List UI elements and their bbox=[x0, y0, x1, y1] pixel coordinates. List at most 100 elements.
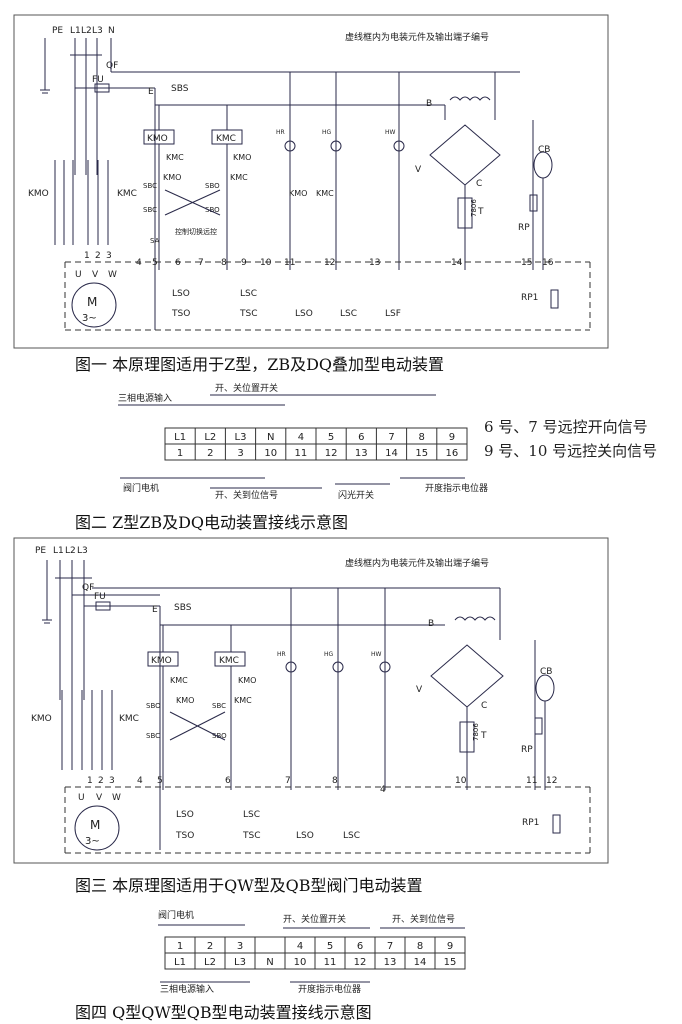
fig3-label-l2: L2 bbox=[65, 546, 76, 556]
fig2-terminal-cell: 10 bbox=[264, 448, 277, 459]
fig3-t-label: T bbox=[480, 731, 487, 741]
fig1-hr-label: HR bbox=[276, 129, 285, 136]
fig4-caption: 图四 Q型QW型QB型电动装置接线示意图 bbox=[75, 1003, 372, 1022]
fig2-terminal-cell: 15 bbox=[415, 448, 428, 459]
fig4-terminal-cell: 12 bbox=[354, 957, 367, 968]
fig2-terminal-cell: 11 bbox=[295, 448, 308, 459]
fig3-sbo-1: SBO bbox=[146, 702, 161, 710]
fig3-lso: LSO bbox=[176, 810, 194, 820]
fig1-bridge-rectifier bbox=[429, 124, 501, 186]
fig2-pos-switch-label: 开、关位置开关 bbox=[215, 382, 278, 394]
fig4-pos-switch-label: 开、关位置开关 bbox=[283, 913, 346, 925]
fig3-hw-label: HW bbox=[371, 651, 382, 658]
fig3-c-label: C bbox=[481, 701, 487, 711]
fig3-v: V bbox=[96, 793, 103, 803]
fig4-terminal-cell: 14 bbox=[414, 957, 427, 968]
fig4-terminal-cell: L1 bbox=[174, 957, 186, 968]
fig3-sbc-2: SBC bbox=[212, 702, 226, 710]
fig1-tso: TSO bbox=[171, 309, 190, 319]
fig1-b-label: B bbox=[426, 99, 432, 109]
fig1-term-13: 13 bbox=[369, 258, 380, 268]
fig1-kmo-aux: KMO bbox=[163, 173, 181, 182]
fig4-terminal-cell: 3 bbox=[237, 941, 243, 952]
fig1-term-8: 8 bbox=[221, 258, 227, 268]
fig1-w: W bbox=[108, 270, 117, 280]
fig3-motor bbox=[74, 805, 120, 851]
fig3-term-1: 1 bbox=[87, 776, 93, 786]
fig2-terminal-cell: 7 bbox=[388, 432, 394, 443]
fig2-side-note-2: 9 号、10 号远控关向信号 bbox=[484, 442, 657, 460]
fig1-term-15: 15 bbox=[521, 258, 532, 268]
fig1-kmo-label: KMO bbox=[147, 134, 168, 144]
fig3-term-4: 4 bbox=[137, 776, 143, 786]
fig3-label-l3: L3 bbox=[77, 546, 88, 556]
fig1-remote-label: 控制切换远控 bbox=[175, 227, 217, 236]
fig4-terminal-cell: 13 bbox=[384, 957, 397, 968]
fig1-label-n: N bbox=[108, 26, 115, 36]
fig3-motor-phase: 3~ bbox=[85, 836, 100, 847]
fig1-kmc-lamp-contact: KMC bbox=[316, 189, 334, 198]
fig2-terminal-cell: 9 bbox=[449, 432, 455, 443]
fig1-term-9: 9 bbox=[241, 258, 247, 268]
fig1-lsf: LSF bbox=[385, 309, 401, 319]
fig1-c-label: C bbox=[476, 179, 482, 189]
fig1-v-label: V bbox=[415, 165, 422, 175]
fig2-terminal-cell: 16 bbox=[446, 448, 459, 459]
fig3-term-3: 3 bbox=[109, 776, 115, 786]
fig4-terminal-cell: 5 bbox=[327, 941, 333, 952]
fig1-sbc-1: SBC bbox=[143, 182, 157, 190]
fig2-terminal-cell: 5 bbox=[328, 432, 334, 443]
fig2-terminal-cell: 6 bbox=[358, 432, 364, 443]
fig3-term-8: 8 bbox=[332, 776, 338, 786]
fig2-terminal-cell: L2 bbox=[204, 432, 216, 443]
fig3-lamp-hr bbox=[285, 661, 297, 673]
fig1-kmo-lamp-contact: KMO bbox=[289, 189, 307, 198]
fig1-tsc: TSC bbox=[239, 309, 258, 319]
figure-2-wiring: 三相电源输入 开、关位置开关 L11L22L33N104115126137148… bbox=[118, 382, 657, 501]
fig1-kmc-interlock: KMC bbox=[166, 153, 184, 162]
fig2-terminal-cell: 2 bbox=[207, 448, 213, 459]
fig2-caption: 图二 Z型ZB及DQ电动装置接线示意图 bbox=[75, 513, 348, 532]
fig3-v-label: V bbox=[416, 685, 423, 695]
fig3-lsc: LSC bbox=[243, 810, 260, 820]
fig2-terminal-cell: 4 bbox=[298, 432, 304, 443]
fig4-terminal-cell: 15 bbox=[444, 957, 457, 968]
fig2-terminal-cell: 1 bbox=[177, 448, 183, 459]
fig2-terminal-cell: 3 bbox=[237, 448, 243, 459]
fig1-sa-label: SA bbox=[150, 237, 160, 245]
fig1-cb-label: CB bbox=[538, 145, 550, 155]
fig2-terminal-cell: L3 bbox=[235, 432, 247, 443]
fig4-opening-label: 开度指示电位器 bbox=[298, 983, 361, 995]
fig1-label-l2: L2 bbox=[81, 26, 92, 36]
fig3-kmo-aux: KMO bbox=[176, 696, 194, 705]
fig3-kmc-interlock: KMC bbox=[170, 676, 188, 685]
fig1-t-label: T bbox=[477, 207, 484, 217]
fig2-terminal-cell: 14 bbox=[385, 448, 398, 459]
fig1-lamp-hg bbox=[330, 140, 342, 152]
fig3-ic-label: 7806 bbox=[472, 723, 480, 741]
fig4-terminal-cell: 6 bbox=[357, 941, 363, 952]
fig1-fu: FU bbox=[92, 75, 104, 85]
fig1-sbs: SBS bbox=[171, 84, 189, 94]
fig1-cb-meter bbox=[533, 151, 553, 179]
fig3-kmc-main: KMC bbox=[119, 714, 139, 724]
fig4-terminal-cell: 2 bbox=[207, 941, 213, 952]
fig3-qf: QF bbox=[82, 583, 94, 593]
fig1-kmc-aux: KMC bbox=[230, 173, 248, 182]
fig4-terminal-cell: L2 bbox=[204, 957, 216, 968]
fig4-terminal-cell: 4 bbox=[297, 941, 303, 952]
fig3-hg-label: HG bbox=[324, 651, 334, 658]
fig1-motor-m: M bbox=[87, 295, 97, 309]
fig2-motor-label: 阀门电机 bbox=[123, 482, 159, 494]
fig1-term-16: 16 bbox=[542, 258, 554, 268]
fig4-motor-label: 阀门电机 bbox=[158, 909, 194, 921]
fig3-cb-label: CB bbox=[540, 667, 552, 677]
fig3-term-7: 7 bbox=[285, 776, 291, 786]
fig1-note: 虚线框内为电装元件及输出端子编号 bbox=[345, 31, 489, 43]
fig4-terminal-cell: 9 bbox=[447, 941, 453, 952]
fig3-bridge-rectifier bbox=[430, 644, 504, 708]
fig2-terminal-cell: 8 bbox=[419, 432, 425, 443]
fig4-terminal-cell: N bbox=[266, 957, 273, 968]
fig4-terminal-cell: 7 bbox=[387, 941, 393, 952]
